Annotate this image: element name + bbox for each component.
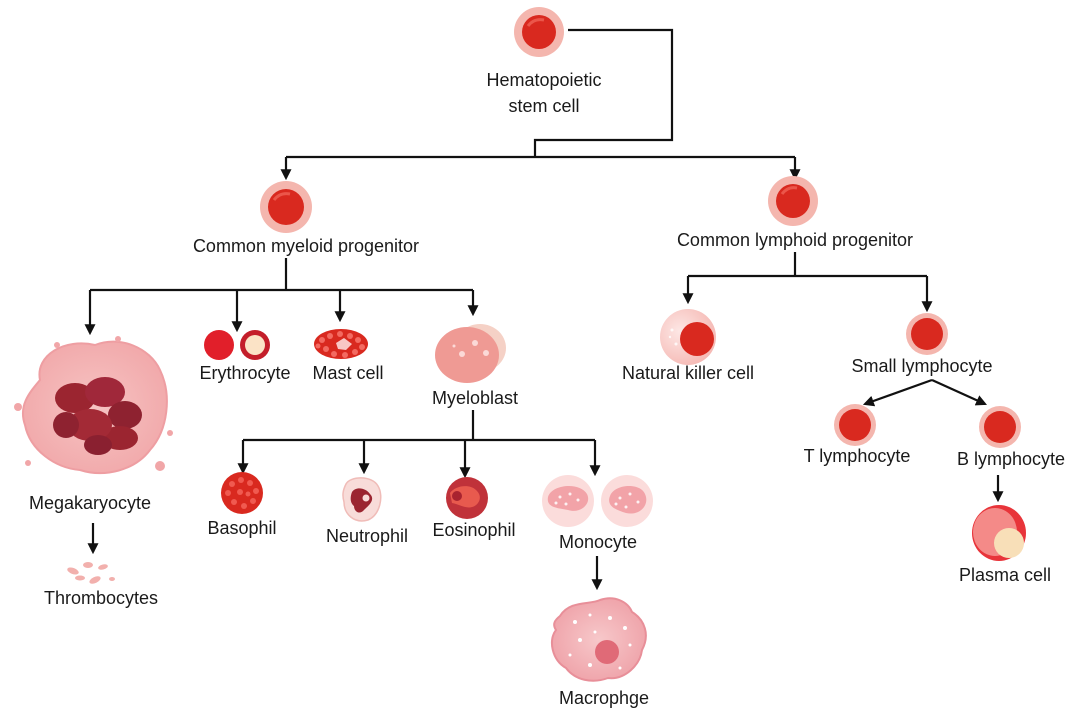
label-cmp: Common myeloid progenitor (193, 236, 419, 256)
nk-cell (660, 309, 716, 365)
small-lymphocyte-cell (906, 313, 948, 355)
label-mast-cell: Mast cell (312, 363, 383, 383)
neutrophil-cell (342, 477, 382, 522)
label-eosinophil: Eosinophil (432, 520, 515, 540)
label-neutrophil: Neutrophil (326, 526, 408, 546)
macrophage-cell (550, 597, 647, 682)
label-megakaryocyte: Megakaryocyte (29, 493, 151, 513)
label-small-lymphocyte: Small lymphocyte (851, 356, 992, 376)
label-erythrocyte: Erythrocyte (199, 363, 290, 383)
myeloblast-cell (435, 324, 506, 383)
thrombocytes-cells (67, 562, 115, 584)
megakaryocyte-cell (14, 336, 173, 474)
label-clp: Common lymphoid progenitor (677, 230, 913, 250)
monocyte-cells (542, 475, 653, 527)
erythrocyte-cells (204, 330, 270, 360)
label-monocyte: Monocyte (559, 532, 637, 552)
hsc-cell (514, 7, 564, 57)
label-myeloblast: Myeloblast (432, 388, 518, 408)
clp-cell (768, 176, 818, 226)
eosinophil-cell (446, 477, 488, 519)
cmp-cell (260, 181, 312, 233)
t-lymphocyte-cell (834, 404, 876, 446)
label-basophil: Basophil (207, 518, 276, 538)
plasma-cell (972, 505, 1026, 561)
label-plasma-cell: Plasma cell (959, 565, 1051, 585)
label-hsc-line2: stem cell (508, 96, 579, 116)
basophil-cell (221, 472, 263, 514)
mast-cell (314, 329, 368, 359)
b-lymphocyte-cell (979, 406, 1021, 448)
label-hsc-line1: Hematopoietic (486, 70, 601, 90)
label-thrombocytes: Thrombocytes (44, 588, 158, 608)
label-b-lymphocyte: B lymphocyte (957, 449, 1065, 469)
label-nk-cell: Natural killer cell (622, 363, 754, 383)
labels: Hematopoietic stem cell Common myeloid p… (29, 70, 1065, 708)
connectors (84, 28, 1004, 591)
label-t-lymphocyte: T lymphocyte (804, 446, 911, 466)
label-macrophage: Macrophge (559, 688, 649, 708)
